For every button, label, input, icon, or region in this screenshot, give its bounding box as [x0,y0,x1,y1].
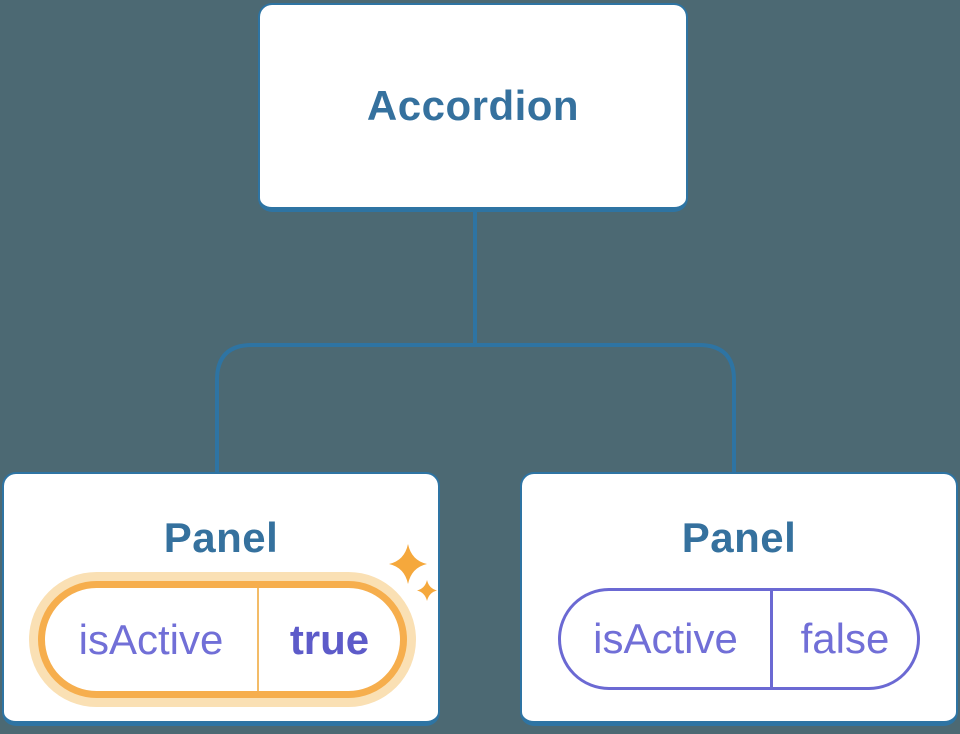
accordion-node: Accordion [258,3,688,212]
accordion-node-label: Accordion [366,82,580,129]
connector-branches [215,343,736,474]
panel-node-label: Panel [681,514,797,561]
state-key: isActive [78,615,224,663]
state-pill-active: isActive true [38,581,407,698]
panel-node-active: Panel isActive true [2,472,440,726]
panel-node-inactive: Panel isActive false [520,472,958,726]
state-value: true [289,615,370,663]
state-pill-inactive: isActive false [558,588,920,690]
pill-divider [257,588,259,691]
state-key: isActive [593,615,738,662]
sparkle-large [389,544,427,584]
pill-divider [770,591,773,687]
panel-node-label: Panel [163,514,279,561]
state-value: false [800,615,890,662]
sparkle-small [417,580,437,601]
sparkles-icon [389,544,437,601]
